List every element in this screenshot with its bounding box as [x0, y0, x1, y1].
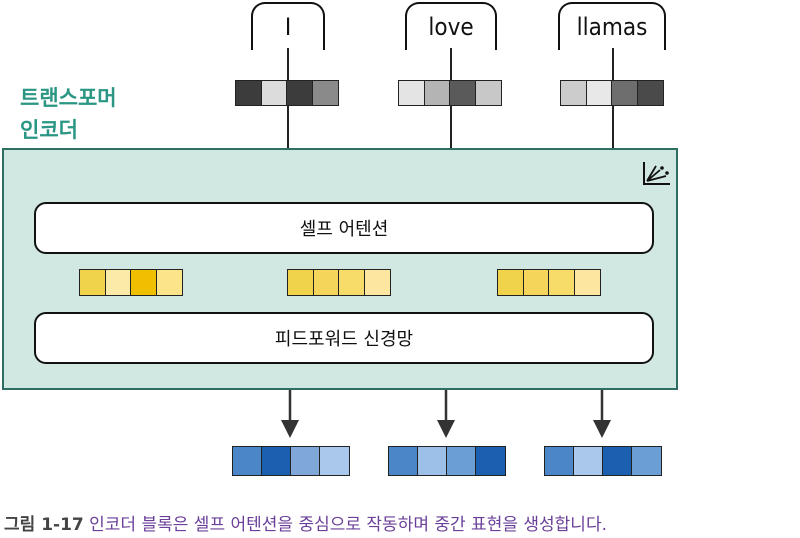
vector-cell	[288, 270, 314, 295]
vector-cell	[545, 447, 574, 475]
output-vector	[544, 446, 662, 476]
vector-cell	[291, 447, 320, 475]
encoder-block: 셀프 어텐션 피드포워드 신경망	[2, 148, 678, 390]
encoder-title-line2: 인코더	[20, 118, 78, 142]
expand-icon	[643, 162, 670, 185]
vector-cell	[131, 270, 157, 295]
feed-forward-label: 피드포워드 신경망	[274, 329, 414, 350]
output-arrow	[437, 390, 455, 438]
attention-vector	[287, 269, 391, 296]
vector-cell	[364, 270, 390, 295]
figure-number: 그림 1-17	[4, 515, 84, 535]
input-vector	[235, 80, 339, 106]
attention-vector	[79, 269, 183, 296]
token-box-llamas: llamas	[558, 2, 666, 50]
vector-cell	[586, 81, 612, 105]
input-vector	[560, 80, 664, 106]
figure-caption: 그림 1-17 인코더 블록은 셀프 어텐션을 중심으로 작동하며 중간 표현을…	[4, 510, 607, 535]
token-box-i: I	[251, 2, 325, 50]
vector-cell	[287, 81, 313, 105]
attention-vector	[497, 269, 601, 296]
self-attention-label: 셀프 어텐션	[299, 219, 389, 240]
vector-cell	[339, 270, 365, 295]
vector-cell	[574, 270, 600, 295]
output-vector	[232, 446, 350, 476]
vector-cell	[523, 270, 549, 295]
vector-cell	[156, 270, 182, 295]
vector-cell	[262, 447, 291, 475]
figure-caption-text: 인코더 블록은 셀프 어텐션을 중심으로 작동하며 중간 표현을 생성합니다.	[89, 515, 607, 535]
vector-cell	[447, 447, 476, 475]
vector-cell	[424, 81, 450, 105]
vector-cell	[236, 81, 262, 105]
output-vector	[388, 446, 506, 476]
vector-cell	[498, 270, 524, 295]
vector-cell	[603, 447, 632, 475]
vector-cell	[612, 81, 638, 105]
vector-cell	[233, 447, 262, 475]
vector-cell	[632, 447, 661, 475]
token-box-love: love	[405, 2, 497, 50]
vector-cell	[637, 81, 663, 105]
input-vector	[398, 80, 502, 106]
vector-cell	[418, 447, 447, 475]
vector-cell	[313, 270, 339, 295]
vector-cell	[389, 447, 418, 475]
vector-cell	[80, 270, 106, 295]
vector-cell	[475, 81, 501, 105]
output-arrow	[281, 390, 299, 438]
vector-cell	[450, 81, 476, 105]
encoder-title-line1: 트랜스포머	[20, 86, 117, 110]
vector-cell	[312, 81, 338, 105]
vector-cell	[476, 447, 505, 475]
token-label: love	[428, 13, 474, 41]
vector-cell	[105, 270, 131, 295]
token-label: I	[284, 13, 292, 41]
feed-forward-layer: 피드포워드 신경망	[34, 312, 654, 364]
output-arrow	[593, 390, 611, 438]
vector-cell	[549, 270, 575, 295]
vector-cell	[574, 447, 603, 475]
vector-cell	[561, 81, 587, 105]
token-label: llamas	[576, 13, 648, 41]
encoder-title: 트랜스포머 인코더	[20, 82, 117, 146]
vector-cell	[261, 81, 287, 105]
vector-cell	[320, 447, 349, 475]
vector-cell	[399, 81, 425, 105]
self-attention-layer: 셀프 어텐션	[34, 202, 654, 254]
